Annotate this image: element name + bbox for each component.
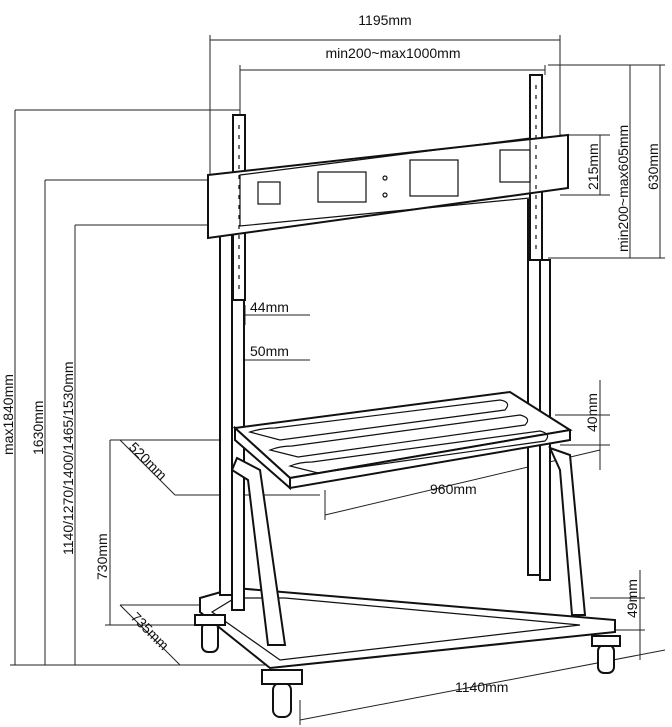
label-vesa-vertical: min200~max605mm (615, 125, 631, 252)
arm-holes (238, 85, 537, 290)
label-upright-50: 50mm (250, 343, 289, 359)
caster-wheels (194, 614, 621, 718)
label-shelf-width: 960mm (430, 481, 477, 497)
left-shelf-leg (230, 456, 287, 646)
tv-stand (194, 74, 621, 718)
label-max-height: max1840mm (0, 374, 16, 455)
label-height-options: 1140/1270/1400/1465/1530mm (60, 361, 76, 555)
label-base-height: 49mm (624, 579, 640, 618)
label-height-1630: 1630mm (30, 401, 46, 455)
shelf (232, 390, 573, 491)
label-bracket-total: 630mm (645, 143, 661, 190)
label-bracket-height: 215mm (585, 143, 601, 190)
label-upright-44: 44mm (250, 299, 289, 315)
label-shelf-depth: 520mm (126, 439, 170, 483)
dimension-labels: 1195mm min200~max1000mm 215mm min200~max… (0, 12, 661, 695)
label-base-depth: 735mm (128, 609, 172, 653)
label-overall-width: 1195mm (358, 12, 411, 28)
label-shelf-lip: 40mm (584, 393, 600, 432)
left-column-back (219, 174, 233, 596)
label-shelf-height: 730mm (94, 533, 110, 580)
label-vesa-horizontal: min200~max1000mm (325, 45, 460, 61)
right-shelf-leg (548, 446, 587, 616)
label-base-width: 1140mm (455, 679, 508, 695)
mount-bracket (207, 133, 569, 240)
